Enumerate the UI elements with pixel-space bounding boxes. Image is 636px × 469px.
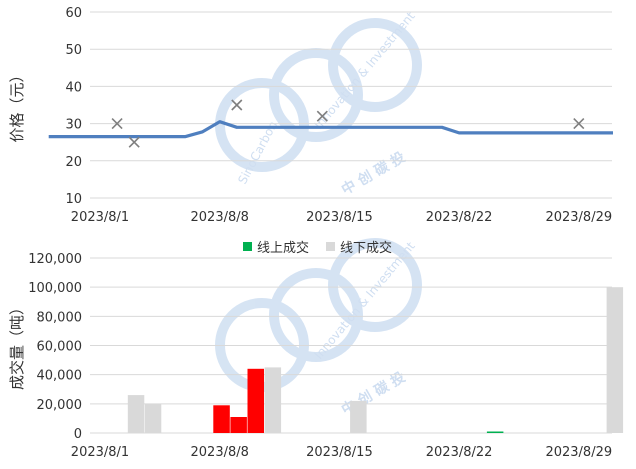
volume-bar-offline — [606, 287, 624, 433]
volume-bar-offline — [350, 400, 367, 433]
volume-x-tick-label: 2023/8/8 — [191, 445, 249, 460]
watermark-circle — [328, 18, 422, 112]
price-x-marker — [231, 99, 243, 111]
price-x-marker — [573, 118, 585, 130]
volume-bar-online — [486, 431, 504, 433]
price-x-marker — [111, 118, 123, 130]
volume-bars — [127, 287, 624, 433]
volume-y-tick-label: 60,000 — [37, 340, 83, 355]
watermark-circle — [215, 78, 309, 172]
price-y-tick-label: 30 — [65, 118, 82, 133]
price-x-marker-stroke — [573, 118, 585, 130]
volume-y-tick-label: 0 — [74, 427, 82, 442]
watermark-brand: SinoCarbon — [235, 119, 280, 187]
volume-bar-offline — [230, 417, 247, 433]
volume-y-ticks: 0 20,000 40,000 60,000 80,000 100,000 120,000 — [28, 252, 82, 442]
price-y-tick-label: 60 — [65, 6, 82, 21]
price-x-marker-stroke — [316, 110, 328, 122]
volume-x-tick-label: 2023/8/29 — [545, 445, 612, 460]
price-y-tick-label: 20 — [65, 155, 82, 170]
volume-bar-offline — [264, 367, 282, 433]
volume-gridlines — [90, 257, 612, 434]
price-y-ticks: 10 20 30 40 50 60 — [65, 6, 82, 207]
legend-label-online: 线上成交 — [257, 240, 309, 256]
volume-bar-offline — [247, 368, 264, 433]
price-x-tick-label: 2023/8/1 — [71, 210, 129, 225]
volume-y-tick-label: 100,000 — [28, 281, 82, 296]
watermark-circle — [269, 268, 363, 362]
volume-y-tick-label: 80,000 — [37, 310, 83, 325]
price-x-marker-stroke — [111, 118, 123, 130]
price-x-marker — [128, 136, 140, 148]
price-x-tick-label: 2023/8/15 — [306, 210, 373, 225]
legend-swatch-offline — [326, 242, 335, 251]
volume-y-axis-label: 成交量（吨） — [8, 300, 26, 390]
volume-y-tick-label: 20,000 — [37, 398, 83, 413]
price-x-marker-stroke — [231, 99, 243, 111]
watermark-cn: 中 创 碳 投 — [339, 148, 409, 198]
volume-x-tick-label: 2023/8/22 — [426, 445, 493, 460]
price-y-axis-label: 价格（元） — [8, 67, 26, 142]
legend-swatch-online — [243, 242, 252, 251]
volume-x-tick-label: 2023/8/15 — [306, 445, 373, 460]
price-x-marker — [316, 110, 328, 122]
watermark-cn: 中 创 碳 投 — [339, 368, 409, 418]
price-series — [48, 99, 613, 148]
price-gridlines — [90, 11, 612, 199]
volume-y-tick-label: 40,000 — [37, 369, 83, 384]
watermark-circle — [269, 48, 363, 142]
volume-bar-offline — [144, 403, 162, 433]
watermark-circle — [328, 238, 422, 332]
price-y-tick-label: 50 — [65, 43, 82, 58]
price-y-tick-label: 10 — [65, 192, 82, 207]
watermark-top: SinoCarbon Innovation & Investment 中 创 碳… — [215, 9, 422, 198]
price-x-marker-stroke — [128, 136, 140, 148]
volume-x-tick-label: 2023/8/1 — [71, 445, 129, 460]
price-line — [48, 120, 613, 139]
volume-bar-offline — [127, 395, 145, 433]
price-y-tick-label: 40 — [65, 80, 82, 95]
price-x-tick-label: 2023/8/22 — [426, 210, 493, 225]
volume-x-ticks: 2023/8/1 2023/8/8 2023/8/15 2023/8/22 2023/8… — [71, 445, 612, 460]
price-x-tick-label: 2023/8/8 — [191, 210, 249, 225]
volume-y-tick-label: 120,000 — [28, 252, 82, 267]
watermark-slogan: Innovation & Investment — [312, 239, 418, 362]
price-x-ticks: 2023/8/1 2023/8/8 2023/8/15 2023/8/22 2023/8… — [71, 210, 612, 225]
price-x-tick-label: 2023/8/29 — [545, 210, 612, 225]
volume-legend: 线上成交 线下成交 — [243, 240, 392, 256]
volume-bar-offline — [213, 405, 230, 433]
legend-label-offline: 线下成交 — [340, 240, 392, 256]
